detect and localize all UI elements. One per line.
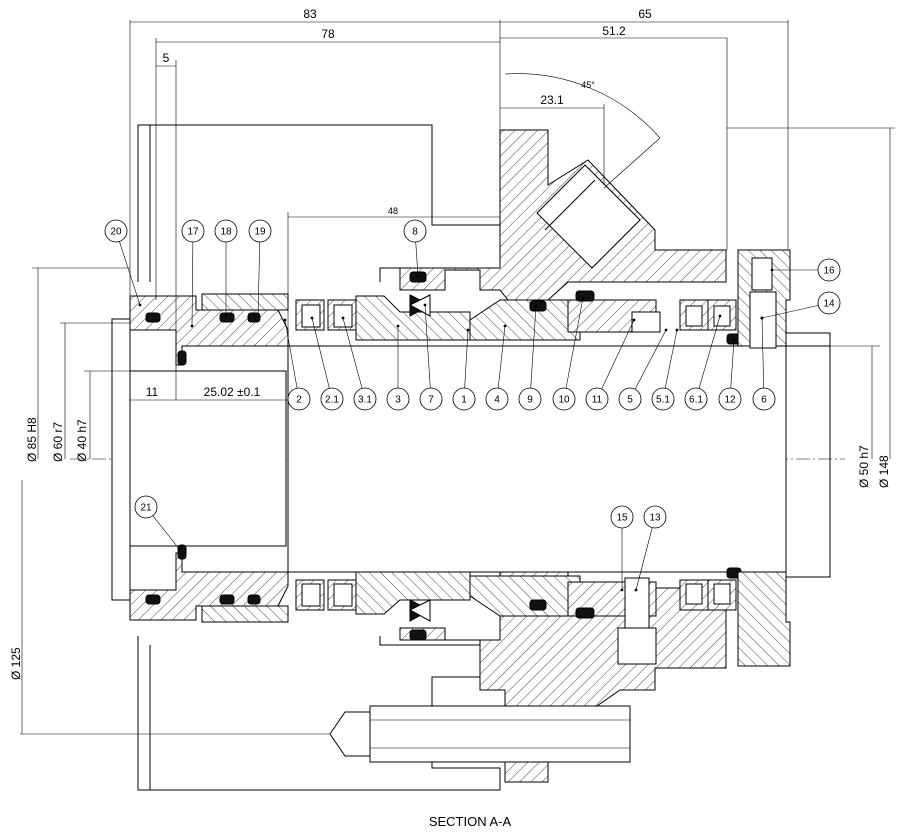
seal-faces-left-top [295,295,471,341]
balloon-label: 9 [527,395,533,406]
dimension-lines [20,20,895,735]
balloon-12: 12 [718,338,742,411]
shaft [287,332,831,578]
balloon-label: 5 [627,395,633,406]
seal-faces-right-bottom [679,567,742,611]
balloon-16: 16 [770,258,841,282]
balloon-20: 20 [104,219,142,307]
balloon-label: 10 [558,395,570,406]
balloon-4: 4 [485,324,509,411]
balloon-label: 6 [761,395,767,406]
balloon-label: 17 [187,227,199,238]
balloon-label: 2.1 [325,395,339,406]
stub-shaft [111,318,287,601]
section-title: SECTION A-A [429,814,512,829]
drive-collar-top [737,249,791,349]
balloon-label: 12 [724,395,736,406]
balloon-label: 13 [649,513,661,524]
dim-5: 5 [163,51,170,65]
balloon-8: 8 [403,219,427,278]
screw-13-15 [617,577,657,665]
balloon-9: 9 [518,304,542,411]
part-18-bottom [201,605,289,623]
dim-48: 48 [388,206,398,216]
dim-dia-50: Ø 50 h7 [857,445,871,488]
balloon-label: 8 [412,227,418,238]
stud-bolt [329,705,631,763]
balloon-label: 18 [220,227,232,238]
balloon-19: 19 [248,219,272,318]
balloon-label: 5.1 [656,395,670,406]
balloon-label: 3.1 [358,395,372,406]
part-7-seal [408,294,432,622]
dim-45: 45° [581,80,595,90]
balloon-18: 18 [214,219,238,318]
balloon-2: 2 [283,318,311,411]
balloon-label: 14 [823,299,835,310]
balloon-label: 21 [140,503,152,514]
dim-65: 65 [638,7,652,21]
part-18-top [201,293,289,311]
dim-dia-60: Ø 60 r7 [51,422,65,462]
o-rings-left [145,312,261,605]
balloon-label: 1 [461,395,467,406]
balloon-5-1: 5.1 [651,328,679,411]
dim-dia-148: Ø 148 [877,455,891,488]
balloon-11: 11 [585,318,636,411]
balloon-label: 20 [110,227,122,238]
balloon-6-1: 6.1 [684,314,722,411]
balloon-2-1: 2.1 [310,316,344,411]
balloon-17: 17 [181,219,205,328]
dim-51-2: 51.2 [602,24,626,38]
balloon-3-1: 3.1 [341,316,377,411]
dim-dia-40: Ø 40 h7 [75,419,89,462]
dim-23-1: 23.1 [540,93,564,107]
balloon-7: 7 [419,303,443,411]
seal-faces-left-bottom [295,571,471,615]
dim-dia-85: Ø 85 H8 [25,417,39,462]
inner-parts-top [409,271,661,341]
dim-83: 83 [303,7,317,21]
balloon-6: 6 [752,316,776,411]
balloon-label: 15 [616,513,628,524]
balloon-label: 7 [428,395,434,406]
balloon-label: 4 [494,395,500,406]
balloon-3: 3 [386,324,410,411]
housing-top [137,124,501,282]
dim-dia-125: Ø 125 [9,647,23,680]
balloon-label: 19 [254,227,266,238]
dim-11: 11 [146,385,159,399]
balloon-label: 11 [592,395,603,406]
balloon-21: 21 [134,495,182,552]
balloon-1: 1 [452,328,476,411]
seal-faces-right-top [679,299,742,345]
balloon-label: 16 [823,266,835,277]
port-fitting [536,164,641,269]
balloon-13: 13 [634,505,667,592]
balloon-10: 10 [552,296,585,411]
balloon-5: 5 [618,328,668,411]
balloon-15: 15 [610,505,634,592]
dim-78: 78 [321,27,335,41]
part-17-top [129,295,289,366]
dim-25-02: 25.02 ±0.1 [204,385,261,399]
balloon-label: 6.1 [689,395,703,406]
balloon-label: 2 [296,395,302,406]
drive-collar-bottom [737,571,791,667]
balloon-label: 3 [395,395,401,406]
